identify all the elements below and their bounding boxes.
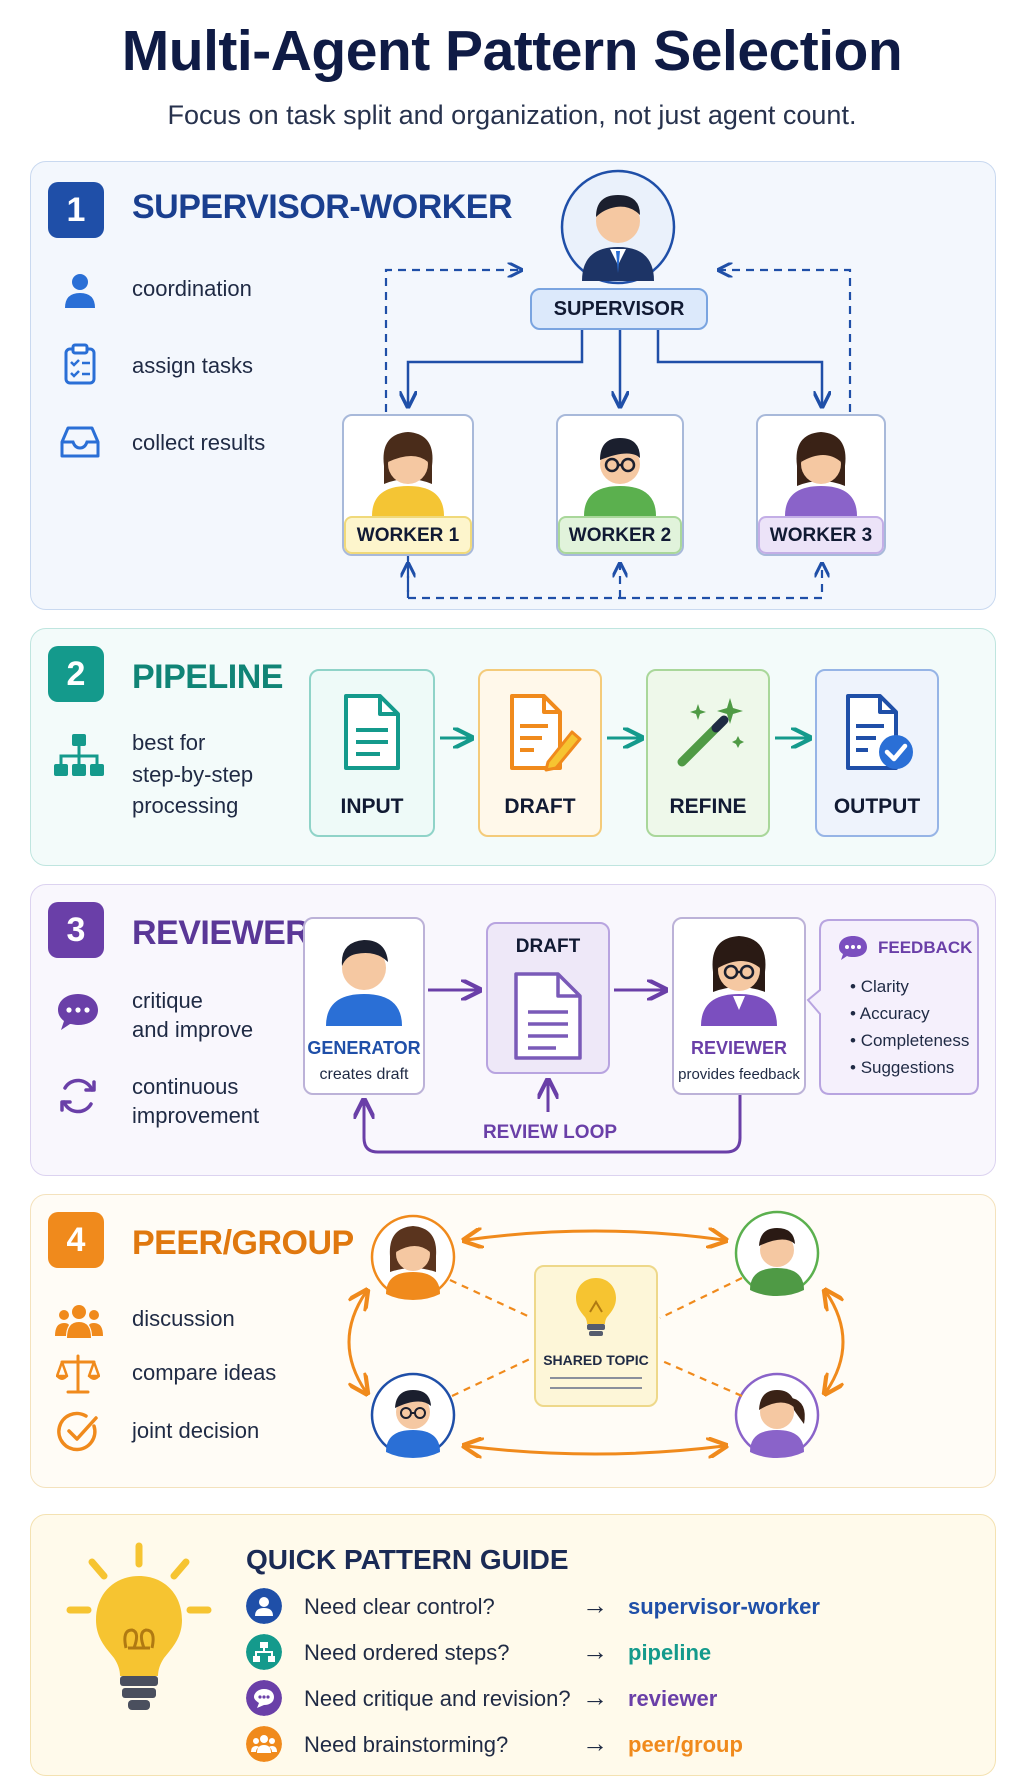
pattern-title: REVIEWER: [132, 914, 310, 952]
reviewer-avatar: [701, 936, 777, 1026]
feedback-title: FEEDBACK: [878, 938, 973, 957]
guide-answer: reviewer: [628, 1686, 718, 1711]
pattern-title: PIPELINE: [132, 658, 283, 696]
generator-subtitle: creates draft: [319, 1066, 409, 1083]
magic-wand-icon: [677, 698, 744, 767]
review-loop-label: REVIEW LOOP: [482, 1122, 618, 1143]
feature-label: best for: [132, 730, 206, 755]
feature-label: discussion: [132, 1306, 235, 1331]
arrow-icon: →: [582, 1728, 608, 1758]
worker-2-label: WORKER 2: [568, 525, 672, 546]
peer-avatar: [734, 1372, 820, 1458]
lightbulb-icon: [66, 1542, 212, 1710]
reviewer-subtitle: provides feedback: [678, 1066, 800, 1083]
worker-1-label: WORKER 1: [356, 525, 460, 546]
supervisor-label: SUPERVISOR: [553, 298, 685, 320]
pipeline-arrows: [440, 0, 1024, 870]
feature-label: coordination: [132, 276, 252, 301]
worker-label-pill: [344, 516, 472, 554]
document-icon: [514, 972, 582, 1060]
generator-avatar: [326, 940, 402, 1026]
document-pencil-icon: [510, 694, 582, 772]
feature-label: assign tasks: [132, 353, 254, 378]
guide-question: Need ordered steps?: [304, 1640, 510, 1665]
quick-guide-panel: [30, 1514, 996, 1776]
arrow-icon: →: [582, 1590, 608, 1620]
guide-question: Need brainstorming?: [304, 1732, 509, 1757]
generator-label: GENERATOR: [307, 1038, 421, 1058]
peer-avatar: [734, 1210, 820, 1296]
chat-bubble-icon: [58, 994, 98, 1030]
supervisor-node: [530, 288, 708, 330]
peer-avatar: [370, 1214, 456, 1300]
guide-answer: supervisor-worker: [628, 1594, 820, 1619]
topic-lines: [550, 1377, 642, 1389]
page-title: Multi-Agent Pattern Selection: [121, 19, 903, 83]
pipeline-stage-refine: [646, 669, 770, 837]
clipboard-icon: [64, 343, 96, 385]
guide-answer: pipeline: [628, 1640, 712, 1665]
feature-label: collect results: [132, 430, 266, 455]
feedback-item: • Completeness: [850, 1031, 970, 1050]
feedback-item: • Clarity: [850, 977, 909, 996]
refresh-cycle-icon: [60, 1078, 96, 1114]
shared-topic-label: SHARED TOPIC: [543, 1352, 649, 1368]
stage-label: DRAFT: [504, 795, 576, 818]
stage-label: INPUT: [340, 795, 404, 818]
guide-answer: peer/group: [628, 1732, 743, 1757]
document-icon: [344, 694, 400, 770]
feature-label: critique: [132, 988, 203, 1013]
guide-question: Need critique and revision?: [304, 1686, 571, 1711]
worker-label-pill: [558, 516, 682, 554]
peer-avatar: [370, 1372, 456, 1458]
feature-label: processing: [132, 793, 239, 818]
reviewer-connectors: [0, 0, 742, 1154]
guide-question: Need clear control?: [304, 1594, 495, 1619]
reviewer-label: REVIEWER: [690, 1038, 787, 1058]
hierarchy-icon: [246, 1634, 282, 1670]
feature-label: joint decision: [132, 1418, 260, 1443]
feedback-item: • Suggestions: [850, 1058, 955, 1077]
document-check-icon: [846, 694, 913, 770]
feedback-card-shape: [806, 919, 979, 1095]
hierarchy-icon: [54, 734, 104, 776]
worker-label-pill: [758, 516, 884, 554]
user-icon: [65, 274, 95, 308]
draft-label: DRAFT: [515, 936, 581, 957]
feature-label: continuous: [132, 1074, 239, 1099]
arrow-icon: →: [582, 1636, 608, 1666]
feature-label: and improve: [132, 1017, 254, 1042]
stage-label: OUTPUT: [833, 795, 921, 818]
peer-connectors: [347, 0, 845, 1490]
feature-label: improvement: [132, 1103, 260, 1128]
stage-label: REFINE: [669, 795, 747, 818]
pattern-number-badge: 2: [48, 646, 104, 702]
arrow-icon: →: [582, 1682, 608, 1712]
worker-3-label: WORKER 3: [769, 525, 873, 546]
pattern-title: PEER/GROUP: [132, 1224, 354, 1262]
chat-bubble-icon: [839, 936, 867, 960]
worker-1-avatar: [372, 432, 444, 516]
user-icon: [246, 1588, 282, 1624]
guide-title: QUICK PATTERN GUIDE: [246, 1544, 569, 1575]
lightbulb-icon: [576, 1278, 616, 1336]
feature-label: compare ideas: [132, 1360, 277, 1385]
supervisor-connectors: [384, 0, 852, 600]
group-icon: [55, 1305, 103, 1338]
worker-3-avatar: [785, 432, 857, 516]
feature-label: step-by-step: [132, 762, 254, 787]
balance-scale-icon: [56, 1354, 100, 1394]
supervisor-avatar: [560, 169, 676, 285]
feedback-item: • Accuracy: [850, 1004, 930, 1023]
check-circle-icon: [57, 1411, 98, 1452]
pattern-number-badge: 1: [48, 182, 104, 238]
worker-2-avatar: [584, 438, 656, 516]
pattern-title: SUPERVISOR-WORKER: [132, 188, 513, 226]
inbox-tray-icon: [60, 426, 100, 458]
chat-bubble-icon: [246, 1680, 282, 1716]
page-subtitle: Focus on task split and organization, no…: [167, 100, 857, 130]
group-icon: [246, 1726, 282, 1762]
pattern-number-badge: 4: [48, 1212, 104, 1268]
pattern-number-badge: 3: [48, 902, 104, 958]
